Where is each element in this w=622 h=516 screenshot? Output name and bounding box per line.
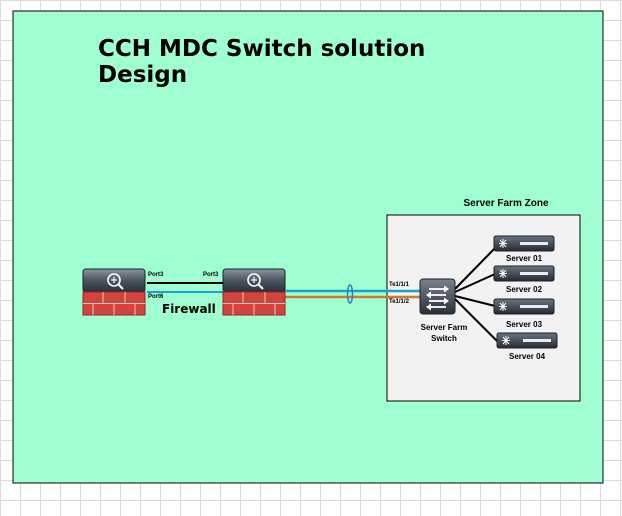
link-server-01 (454, 245, 498, 290)
switch-label: Server Farm Switch (409, 322, 479, 344)
switch-label-line2: Switch (431, 334, 457, 343)
server-label: Server 02 (505, 285, 543, 294)
port-label: Port6 (148, 294, 164, 300)
firewall-icon[interactable] (222, 268, 286, 316)
server-label: Server 04 (508, 352, 546, 361)
server-icon[interactable] (496, 332, 558, 349)
server-icon[interactable] (493, 235, 555, 252)
port-label: Port3 (203, 272, 219, 278)
switch-label-line1: Server Farm (420, 323, 468, 332)
port-label: Te1/1/1 (389, 282, 409, 288)
server-label: Server 03 (505, 320, 543, 329)
firewall-label: Firewall (162, 302, 216, 316)
link-server-02 (454, 273, 496, 293)
server-label: Server 01 (505, 254, 543, 263)
link-server-04 (454, 298, 498, 342)
port-label: Te1/1/2 (389, 299, 409, 305)
layer2-switch-icon[interactable] (419, 278, 456, 315)
link-server-03 (454, 295, 496, 307)
server-icon[interactable] (493, 298, 555, 315)
firewall-icon[interactable] (82, 268, 146, 316)
server-icon[interactable] (493, 265, 555, 282)
port-channel-ellipse (346, 284, 354, 304)
port-label: Port3 (148, 272, 164, 278)
diagram-title: CCH MDC Switch solution Design (98, 36, 426, 88)
zone-label: Server Farm Zone (463, 198, 549, 209)
